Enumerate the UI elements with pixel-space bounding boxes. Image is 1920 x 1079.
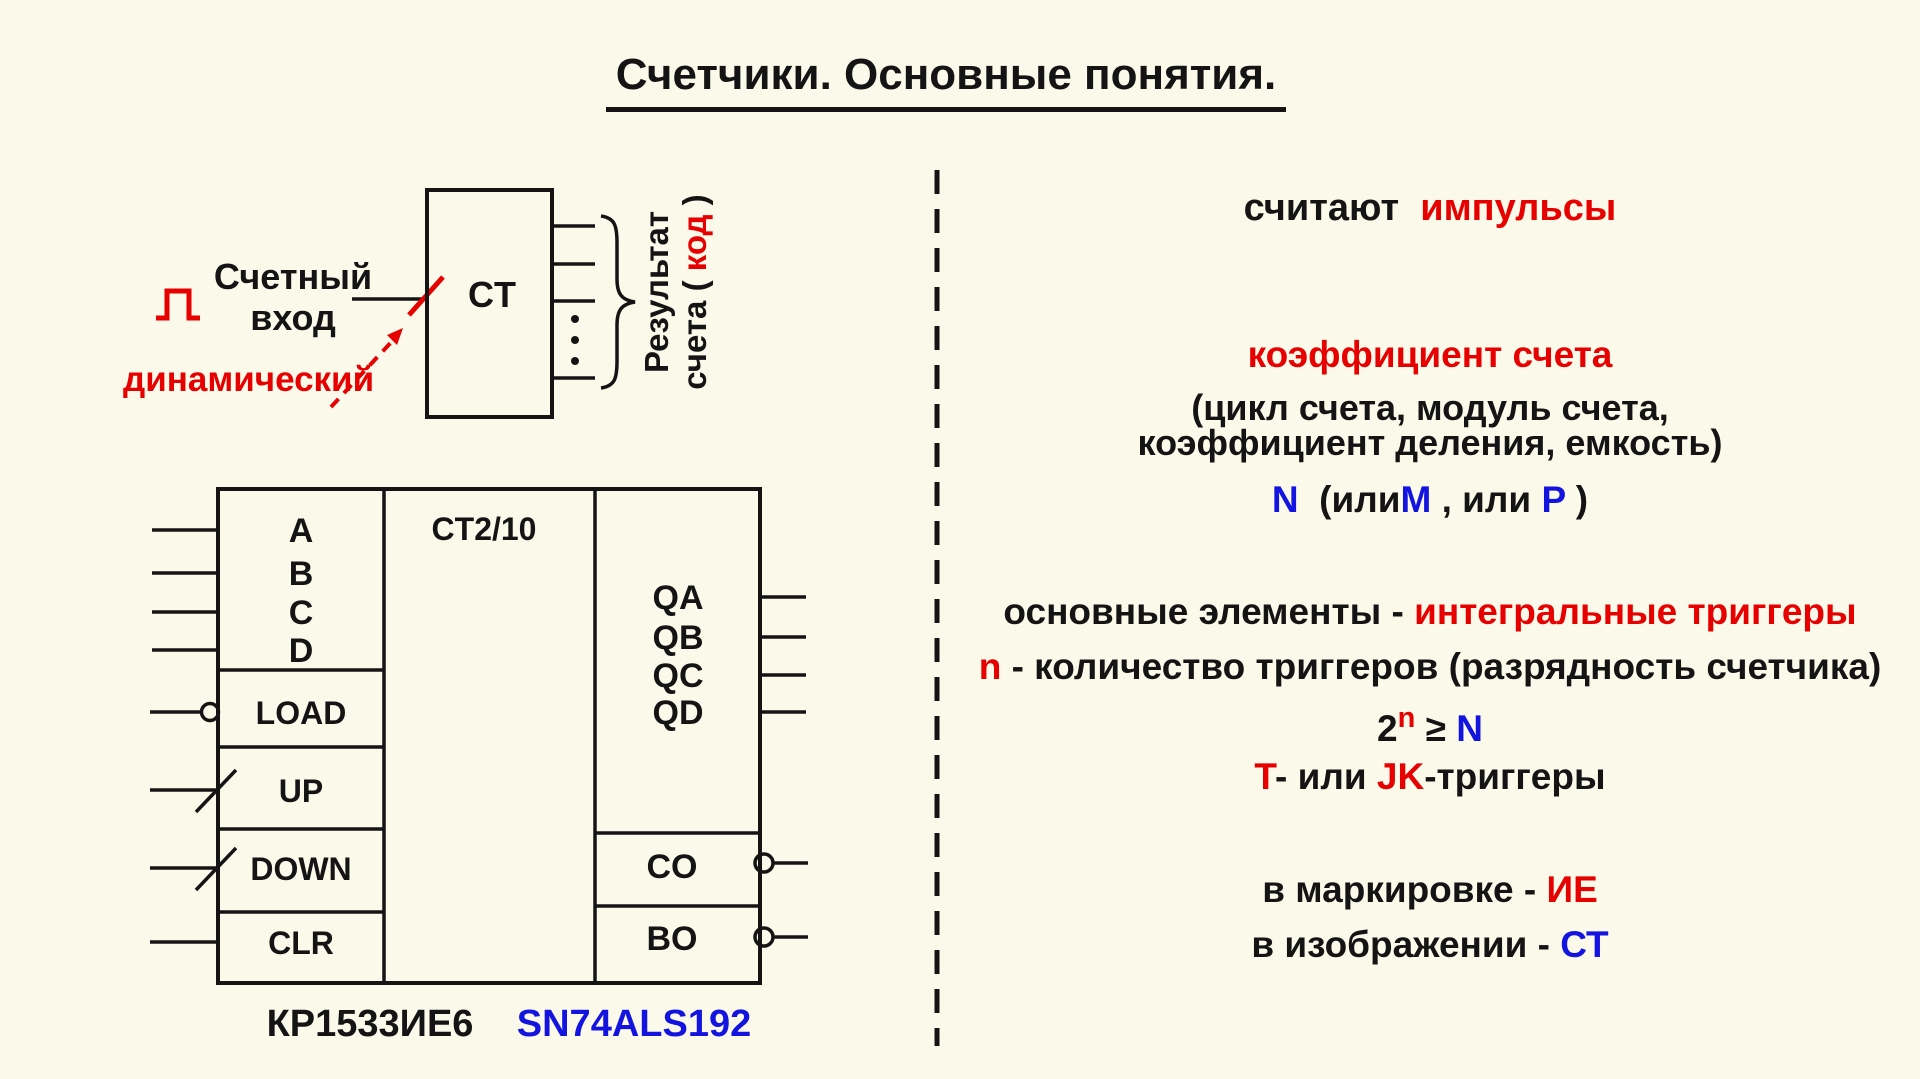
note-designations: N (илиM , или P ) bbox=[1271, 479, 1589, 520]
pin-label-qc: QC bbox=[653, 657, 704, 695]
pin-label-qb: QB bbox=[653, 619, 704, 657]
output-pins bbox=[760, 595, 806, 714]
pin-label-up: UP bbox=[279, 773, 323, 809]
data-input-pins bbox=[152, 528, 218, 652]
note-count-coefficient: коэффициент счета bbox=[1247, 334, 1613, 375]
note-trigger-types: T- или JK-триггеры bbox=[1254, 756, 1606, 797]
pin-label-d: D bbox=[289, 632, 314, 670]
note-n-definition: n - количество триггеров (разрядность сч… bbox=[978, 646, 1882, 687]
title-wrap: Счетчики. Основные понятия. bbox=[0, 50, 1906, 112]
counter-output-pins bbox=[552, 224, 595, 380]
pin-label-load: LOAD bbox=[256, 695, 347, 731]
pulse-icon bbox=[156, 288, 200, 321]
notes-column: считают импульсы коэффициент счета (цикл… bbox=[955, 0, 1905, 1079]
note-marking: в маркировке - ИЕ bbox=[1262, 869, 1598, 910]
counter-block-diagram: Счетный вход динамический CT bbox=[123, 188, 713, 419]
counter-block-label: CT bbox=[468, 274, 516, 315]
pin-label-down: DOWN bbox=[250, 851, 351, 887]
load-pin bbox=[150, 701, 221, 723]
pin-label-bo: BO bbox=[647, 920, 698, 958]
result-label-line2: счета ( код ) bbox=[676, 194, 713, 389]
note-formula: 2n ≥ N bbox=[1377, 702, 1483, 749]
page-title: Счетчики. Основные понятия. bbox=[605, 50, 1287, 112]
bo-pin bbox=[753, 926, 808, 948]
note-count-pulses: считают импульсы bbox=[1243, 187, 1617, 229]
section-divider bbox=[934, 170, 940, 1046]
note-symbol: в изображении - СТ bbox=[1251, 924, 1609, 965]
pin-label-clr: CLR bbox=[268, 925, 334, 961]
result-label-line1: Результат bbox=[638, 211, 675, 373]
counter-block bbox=[425, 188, 554, 419]
pin-label-co: CO bbox=[647, 848, 698, 886]
note-synonyms-line2: коэффициент деления, емкость) bbox=[1137, 422, 1723, 463]
count-input-label-line1: Счетный bbox=[214, 256, 372, 297]
dynamic-pointer-arrow bbox=[329, 328, 403, 409]
ic-body bbox=[216, 487, 762, 985]
outputs-brace bbox=[600, 214, 636, 390]
pin-label-qd: QD bbox=[653, 694, 704, 732]
part-number-ru: КР1533ИЕ6 bbox=[267, 1003, 474, 1045]
dynamic-label: динамический bbox=[123, 360, 374, 399]
co-pin bbox=[753, 852, 808, 874]
left-section-lines bbox=[218, 668, 384, 914]
count-input-label-line2: вход bbox=[250, 297, 336, 338]
down-pin bbox=[150, 846, 238, 892]
up-pin bbox=[150, 768, 238, 814]
ic-pin-diagram: CT2/10 A B C D LOAD UP DOWN CLR QA QB QC… bbox=[150, 487, 808, 1045]
right-section-lines bbox=[595, 831, 760, 908]
part-number-us: SN74ALS192 bbox=[517, 1003, 751, 1045]
note-synonyms-line1: (цикл счета, модуль счета, bbox=[1191, 387, 1669, 428]
ic-function-label: CT2/10 bbox=[432, 511, 537, 547]
pin-label-a: A bbox=[289, 512, 314, 550]
pin-label-b: B bbox=[289, 555, 314, 593]
note-basic-elements: основные элементы - интегральные триггер… bbox=[1003, 591, 1857, 632]
ellipsis-dots bbox=[571, 315, 579, 365]
pin-label-c: C bbox=[289, 594, 314, 632]
pin-label-qa: QA bbox=[653, 579, 704, 617]
